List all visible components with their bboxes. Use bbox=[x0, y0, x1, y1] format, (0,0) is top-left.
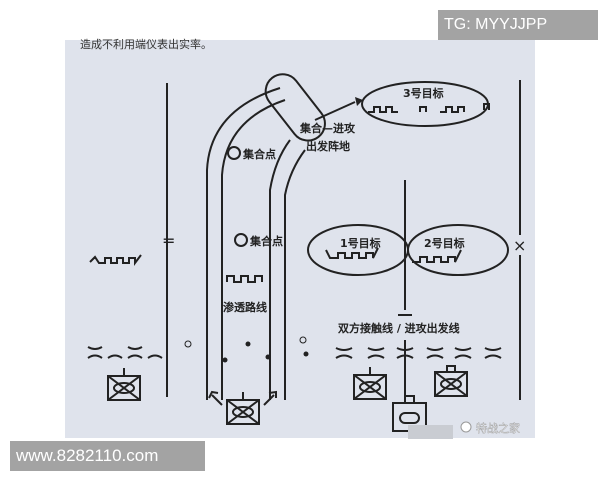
bottom-watermark: www.8282110.com bbox=[10, 441, 205, 471]
trench-icon bbox=[483, 103, 490, 110]
top-watermark: TG: MYYJJPP bbox=[438, 10, 598, 40]
source-watermark: 特战之家 bbox=[476, 421, 520, 435]
unit-icon bbox=[107, 368, 141, 401]
contact-line-label: 双方接触线 / 进攻出发线 bbox=[338, 321, 460, 335]
unit-icon bbox=[353, 367, 387, 400]
assembly-attack-label-1: 集合—进攻 bbox=[299, 121, 356, 135]
blur-patch bbox=[408, 425, 453, 439]
attack-arrow bbox=[314, 101, 356, 121]
target-1-area bbox=[307, 224, 409, 276]
target-2-area bbox=[407, 224, 509, 276]
unit-icon bbox=[208, 390, 277, 425]
assembly-point-label-2: 集合点 bbox=[249, 234, 283, 248]
trench-icon bbox=[368, 106, 465, 113]
route-line-4 bbox=[284, 149, 306, 400]
contact-line bbox=[87, 346, 502, 359]
trench-icon bbox=[89, 254, 142, 266]
target-1-label: 1号目标 bbox=[340, 236, 381, 250]
assembly-attack-area bbox=[264, 73, 326, 142]
route-outer-line bbox=[206, 87, 281, 400]
trench-icon bbox=[325, 247, 462, 263]
assembly-attack-label-2: 出发阵地 bbox=[306, 139, 350, 153]
boundary-x-mark: × bbox=[513, 236, 526, 255]
tank-unit-icon bbox=[434, 365, 468, 397]
header-text: 造成不利用端仪表出实率。 bbox=[80, 37, 212, 51]
target-3-label: 3号目标 bbox=[403, 86, 444, 100]
assembly-point-icon bbox=[227, 146, 241, 160]
boundary-equals-mark: = bbox=[162, 231, 175, 250]
assembly-point-icon bbox=[234, 233, 248, 247]
trench-icon bbox=[226, 275, 263, 283]
route-line-3 bbox=[269, 139, 291, 400]
infiltration-dots bbox=[184, 336, 309, 363]
assembly-point-label-1: 集合点 bbox=[242, 147, 276, 161]
infiltration-route-label: 渗透路线 bbox=[223, 300, 267, 314]
arrow-head-icon bbox=[355, 97, 363, 106]
route-inner-line bbox=[221, 99, 286, 400]
wechat-icon bbox=[460, 421, 472, 433]
target-2-label: 2号目标 bbox=[424, 236, 465, 250]
